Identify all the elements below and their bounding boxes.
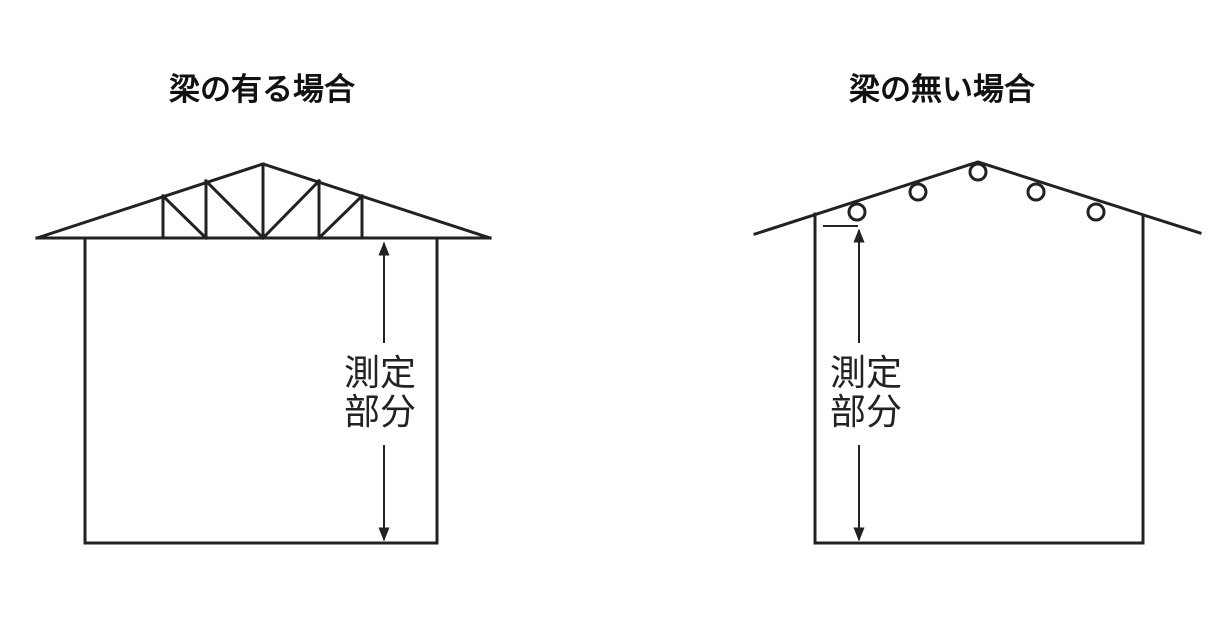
measure-label-line2: 部分 (830, 392, 902, 433)
measure-label-line1: 測定 (344, 353, 416, 394)
measure-label-line1: 測定 (830, 353, 902, 394)
title-with-beams: 梁の有る場合 (169, 72, 355, 108)
roof-truss (35, 162, 492, 241)
measure-label-line2: 部分 (344, 392, 416, 433)
walls (83, 236, 439, 545)
walls (813, 212, 1145, 545)
house-with-truss: 梁の有る場合 測定 部分 (35, 72, 492, 545)
title-without-beams: 梁の無い場合 (849, 72, 1035, 108)
house-without-truss: 梁の無い場合 測定 部分 (753, 72, 1202, 545)
purlins (847, 162, 1106, 222)
roof (753, 160, 1202, 236)
